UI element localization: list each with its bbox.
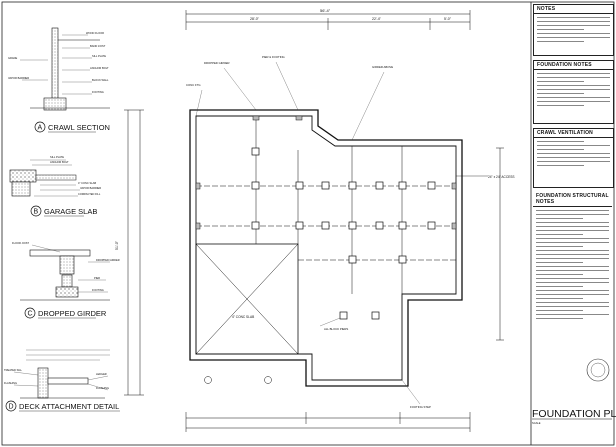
svg-text:PIER: PIER [94,276,100,280]
svg-text:FLOOR JOIST: FLOOR JOIST [12,241,29,245]
crawl-ventilation-panel: CRAWL VENTILATION [533,128,614,188]
deck-attachment-title: DECK ATTACHMENT DETAIL [19,402,119,411]
svg-text:SILL PLATE: SILL PLATE [92,54,106,58]
slab-note: 4" CONC SLAB [232,315,254,319]
svg-text:DROPPED GIRDER: DROPPED GIRDER [204,61,230,65]
svg-text:COMPACTED FILL: COMPACTED FILL [78,192,101,196]
crawl-section-number: A [38,125,43,132]
structural-notes-title: FOUNDATION STRUCTURAL NOTES [533,192,612,207]
svg-text:ANCHOR BOLT: ANCHOR BOLT [50,160,69,164]
svg-text:WOOD FLOOR: WOOD FLOOR [86,31,104,35]
svg-text:VAPOR BARRIER: VAPOR BARRIER [80,186,101,190]
svg-text:VAPOR BARRIER: VAPOR BARRIER [8,76,29,80]
svg-text:FOOTING: FOOTING [92,288,104,292]
svg-text:CONC FTG: CONC FTG [186,83,201,87]
svg-text:FOOTING STEP: FOOTING STEP [410,405,431,409]
svg-text:BAND JOIST: BAND JOIST [90,44,106,48]
svg-text:DROPPED GIRDER: DROPPED GIRDER [96,258,120,262]
foundation-notes-panel: FOUNDATION NOTES [533,60,614,124]
svg-text:FLASHING: FLASHING [4,381,17,385]
svg-text:GIRDER ABOVE: GIRDER ABOVE [372,65,393,69]
svg-text:LEDGER: LEDGER [96,372,107,376]
crawl-section-detail: WOOD FLOOR BAND JOIST SILL PLATE ANCHOR BO… [8,27,110,133]
depth-dimension: 51'-0" [115,240,119,250]
svg-text:TREATED SILL: TREATED SILL [4,368,23,372]
deck-attachment-number: D [9,404,14,411]
garage-slab-title: GARAGE SLAB [44,207,97,216]
svg-text:ANCHOR BOLT: ANCHOR BOLT [90,66,109,70]
notes-panel: NOTES [533,4,614,56]
seg-dim-3: 5'-0" [444,17,452,21]
seg-dim-2: 22'-4" [372,17,382,21]
svg-text:ALL BLOCK PIERS: ALL BLOCK PIERS [324,327,348,331]
deck-attachment-detail: TREATED SILL FLASHING LEDGER FLASHING D DE… [4,349,120,412]
foundation-wall-outer [189,109,463,387]
notes-title: NOTES [534,5,613,14]
garage-slab-number: B [34,209,39,216]
svg-text:SCALE: SCALE [532,421,541,425]
structural-notes-panel: FOUNDATION STRUCTURAL NOTES [533,192,612,322]
svg-text:4" CONC SLAB: 4" CONC SLAB [78,181,96,185]
engineer-seal [586,358,610,382]
plan-title: FOUNDATION PLAN [532,408,616,420]
svg-text:PIER & FOOTING: PIER & FOOTING [262,55,285,59]
seg-dim-1: 28'-0" [250,17,260,21]
dropped-girder-number: C [28,311,33,318]
overall-width-dimension: 56'-4" [320,8,331,13]
crawl-section-title: CRAWL SECTION [48,123,110,132]
svg-text:FLASHING: FLASHING [96,386,109,390]
pier-grid [251,147,436,320]
svg-text:SILL PLATE: SILL PLATE [50,155,64,159]
foundation-notes-title: FOUNDATION NOTES [534,61,613,70]
foundation-wall-inner [195,115,457,381]
svg-text:BLOCK WALL: BLOCK WALL [92,78,109,82]
foundation-plan: 56'-4" 28'-0" 22'-4" 5'-0" 51'-0" 4" CON… [115,8,515,432]
crawl-ventilation-title: CRAWL VENTILATION [534,129,613,138]
svg-text:GRADE: GRADE [8,56,17,60]
dropped-girder-title: DROPPED GIRDER [38,309,107,318]
crawl-access-note: 24" x 24" ACCESS [488,175,515,179]
garage-slab [195,243,299,355]
svg-text:FOOTING: FOOTING [92,90,104,94]
